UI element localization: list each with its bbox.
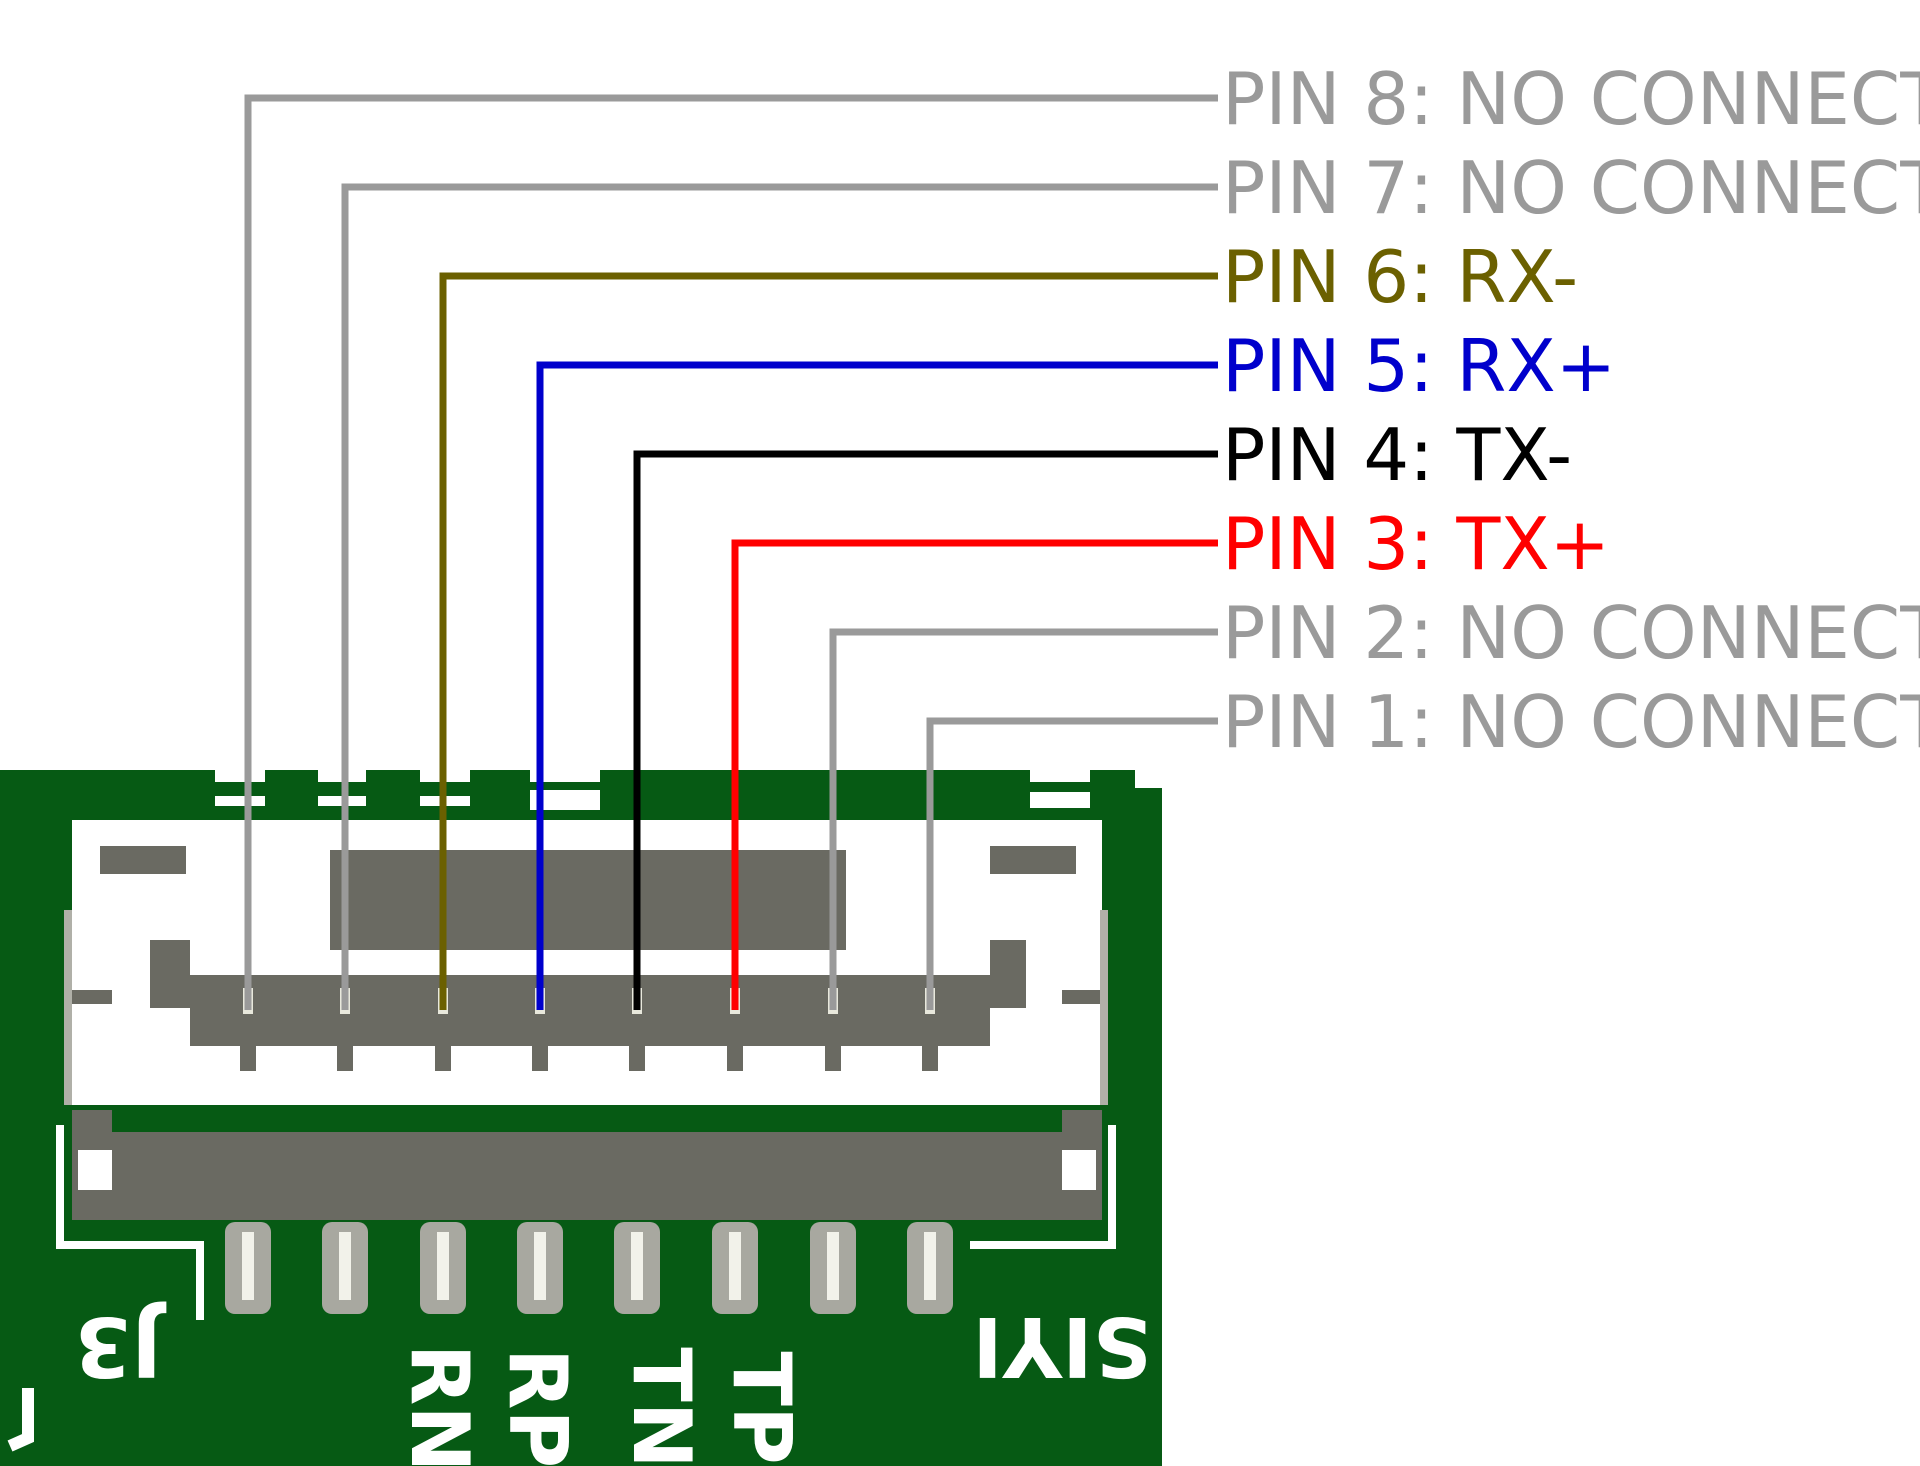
contact-tail-highlight-4 [631,1232,643,1300]
contact-tail-highlight-3 [729,1232,741,1300]
pin-5-label: PIN 5: RX+ [1222,324,1616,408]
pin-4-label: PIN 4: TX- [1222,413,1572,497]
pin-7-label: PIN 7: NO CONNECT [1222,146,1920,230]
connector-latch [330,850,846,950]
contact-tail-highlight-5 [534,1232,546,1300]
pin-4-leader-line [633,450,1218,1010]
pin-6-label: PIN 6: RX- [1222,235,1578,319]
pin-1-label: PIN 1: NO CONNECT [1222,680,1920,764]
pin-leader-lines [244,94,1218,1010]
pin-1-leader-line [926,717,1218,1010]
silk-label-rn: RN [393,1344,486,1466]
pin-2-label: PIN 2: NO CONNECT [1222,591,1920,675]
pin-5-leader-line [536,361,1218,1010]
pin-6-leader-line [439,272,1218,1010]
housing-notch-right [1062,1150,1096,1190]
corner-mark-right [990,846,1076,874]
housing-bar [72,1105,1102,1220]
silk-label-tp: TP [715,1351,808,1464]
silk-label-rp: RP [491,1348,584,1466]
pin-7-leader-line [341,183,1218,1010]
housing-notch-left [78,1150,112,1190]
pin-3-leader-line [731,539,1218,1010]
contact-tail-highlight-1 [924,1232,936,1300]
contact-tail-highlight-6 [437,1232,449,1300]
contact-row-body [150,940,1026,1046]
edge-glyph-fragment [7,1388,34,1452]
silk-outline-left [56,1125,204,1320]
corner-mark-left [100,846,186,874]
pin-8-leader-line [244,94,1218,1010]
pin-2-leader-line [829,628,1218,1010]
contact-tail-highlight-7 [339,1232,351,1300]
pin-8-label: PIN 8: NO CONNECT [1222,57,1920,141]
contact-tail-highlight-8 [242,1232,254,1300]
contact-tail-highlight-2 [827,1232,839,1300]
designator-label: J3 [74,1298,167,1393]
maker-mark-label: SIYI [972,1298,1151,1393]
silk-label-tn: TN [615,1347,708,1466]
pin-3-label: PIN 3: TX+ [1222,502,1610,586]
silk-outline-right [970,1125,1116,1249]
